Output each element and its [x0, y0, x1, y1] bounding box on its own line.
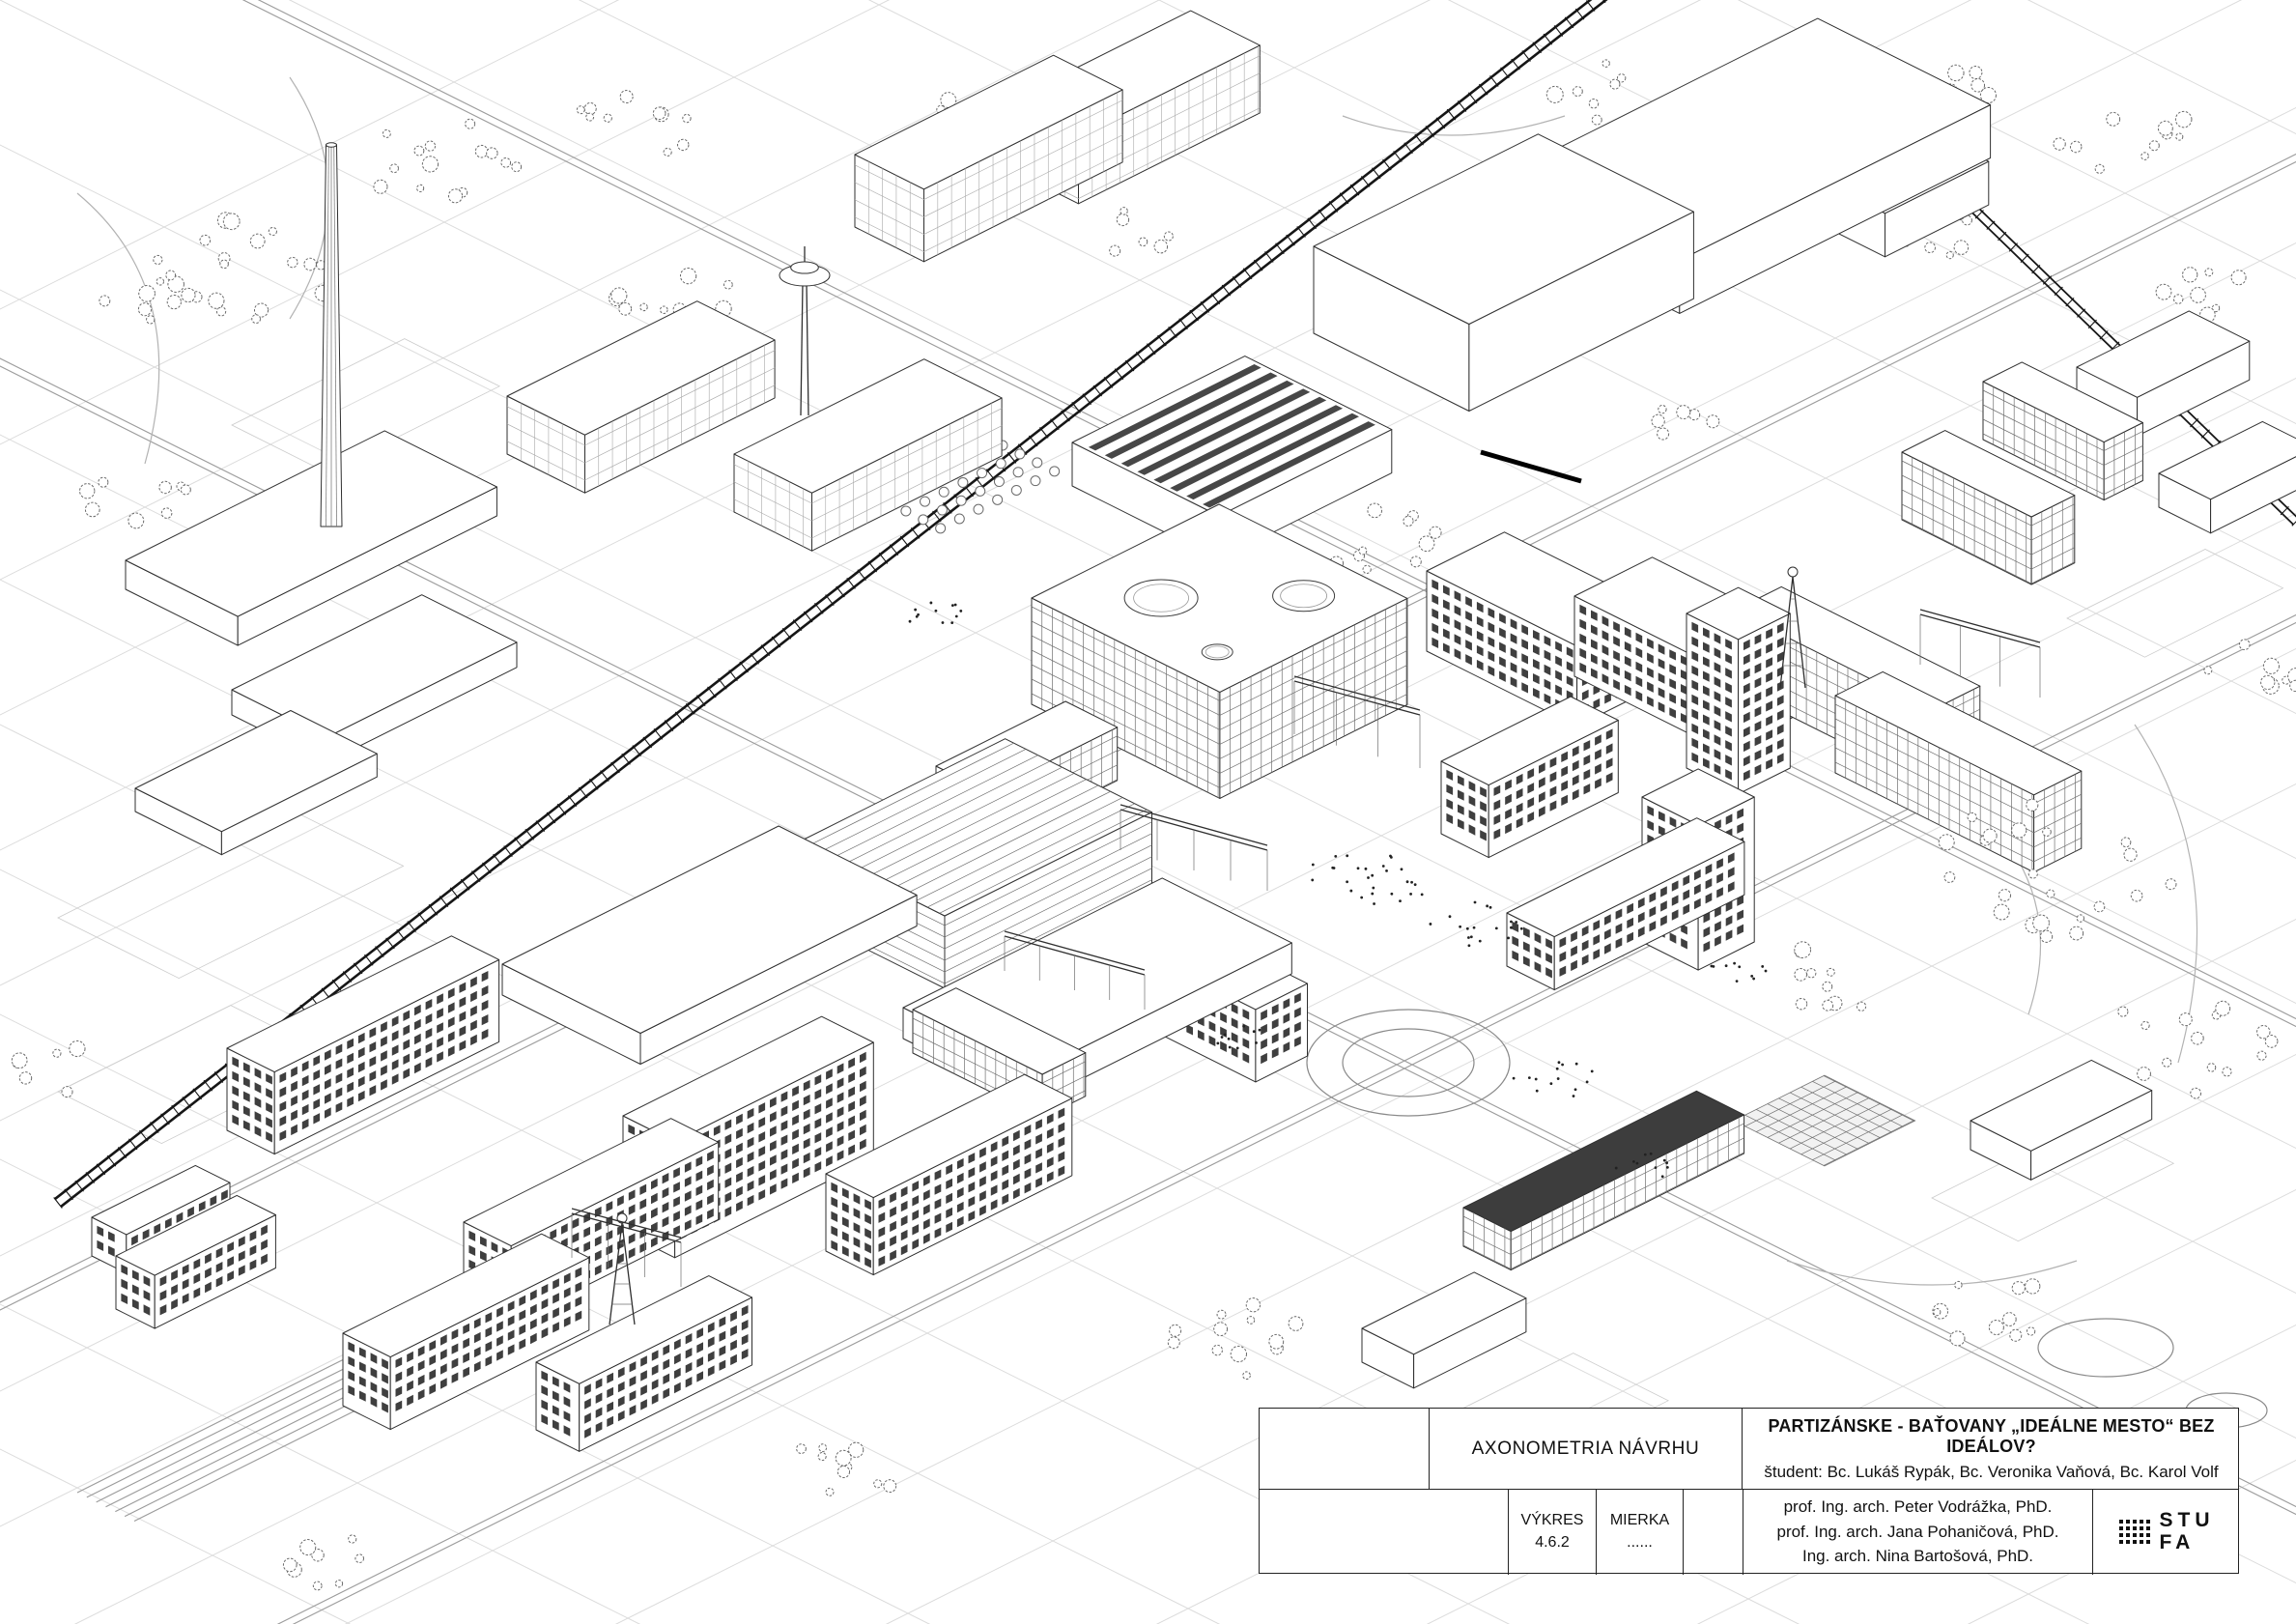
footbridge [1004, 930, 1146, 1010]
building-housing-7 [342, 1233, 590, 1431]
building-slab-center-4 [1506, 817, 1745, 991]
supervisor-line-2: prof. Ing. arch. Jana Pohaničová, PhD. [1776, 1522, 2059, 1541]
drawing-name-cell: AXONOMETRIA NÁVRHU [1429, 1409, 1743, 1489]
building-housing-8 [535, 1275, 752, 1452]
building-slab-ne-grid-2 [1982, 361, 2143, 501]
project-title: PARTIZÁNSKE - BAŤOVANY „IDEÁLNE MESTO“ B… [1768, 1415, 2215, 1456]
building-hall-w-3 [134, 710, 378, 856]
footbridge [1919, 609, 2041, 698]
supervisor-line-3: Ing. arch. Nina Bartošová, PhD. [1801, 1547, 2034, 1566]
building-slab-ne-grid-1 [1901, 430, 2076, 585]
building-slab-center-3 [1440, 696, 1619, 859]
plaza-oval [1306, 1009, 1511, 1117]
building-slab-nw-2 [733, 358, 1003, 552]
gridded-plaza [1733, 1074, 1916, 1167]
building-housing-4 [825, 1073, 1073, 1276]
supervisor-line-1: prof. Ing. arch. Peter Vodrážka, PhD. [1783, 1497, 2053, 1517]
headframe-tower [1779, 566, 1806, 689]
stu-logo-line1: STU [2159, 1509, 2215, 1532]
scale-cell: MIERKA ...... [1596, 1489, 1684, 1575]
plaza-oval-inner [1342, 1028, 1475, 1097]
sheet-number-label: VÝKRES [1520, 1512, 1584, 1528]
trees-foreground [282, 639, 2296, 1591]
building-block-se-1 [1970, 1059, 2153, 1181]
stu-logo-line2: FA [2159, 1530, 2196, 1553]
pond-1 [2037, 1318, 2174, 1378]
building-block-s-1 [1361, 1271, 1527, 1389]
building-slab-nw-1 [506, 300, 776, 494]
title-block-divider [1260, 1489, 2238, 1490]
scale-label: MIERKA [1609, 1512, 1670, 1528]
students-line: študent: Bc. Lukáš Rypák, Bc. Veronika V… [1764, 1462, 2219, 1481]
footbridge [1293, 675, 1421, 768]
building-hall-w-1 [125, 430, 497, 646]
water-tower [779, 246, 831, 416]
footbridge [571, 1208, 682, 1287]
section-marker [1480, 449, 1582, 484]
sheet-number-value: 4.6.2 [1535, 1534, 1570, 1551]
building-hall-sw-1 [501, 825, 918, 1065]
stu-fa-logo: STU FA [2093, 1489, 2240, 1575]
building-housing-1 [226, 935, 500, 1155]
building-housing-6 [115, 1194, 276, 1329]
supervisors-cell: prof. Ing. arch. Peter Vodrážka, PhD. pr… [1743, 1489, 2093, 1575]
title-block: AXONOMETRIA NÁVRHU PARTIZÁNSKE - BAŤOVAN… [1259, 1408, 2240, 1575]
drawing-name: AXONOMETRIA NÁVRHU [1471, 1438, 1700, 1459]
building-tower-center-1 [1686, 586, 1791, 795]
building-central-block [1031, 503, 1408, 799]
footbridge [1120, 804, 1268, 891]
sheet-number-cell: VÝKRES 4.6.2 [1508, 1489, 1596, 1575]
stu-logo-text: STU FA [2160, 1510, 2215, 1553]
building-block-e-2 [2158, 420, 2296, 534]
building-slab-e-long-2 [1834, 670, 2083, 873]
building-hall-north-2 [1313, 133, 1694, 412]
building-terminal-building [1462, 1090, 1745, 1271]
scale-value: ...... [1627, 1534, 1653, 1551]
stu-logo-dots-icon [2118, 1520, 2150, 1544]
factory-chimney [320, 142, 343, 527]
people-dots [908, 601, 1768, 1179]
buildings [91, 10, 2296, 1452]
building-slab-north-2 [854, 54, 1123, 263]
project-title-cell: PARTIZÁNSKE - BAŤOVANY „IDEÁLNE MESTO“ B… [1743, 1409, 2240, 1489]
